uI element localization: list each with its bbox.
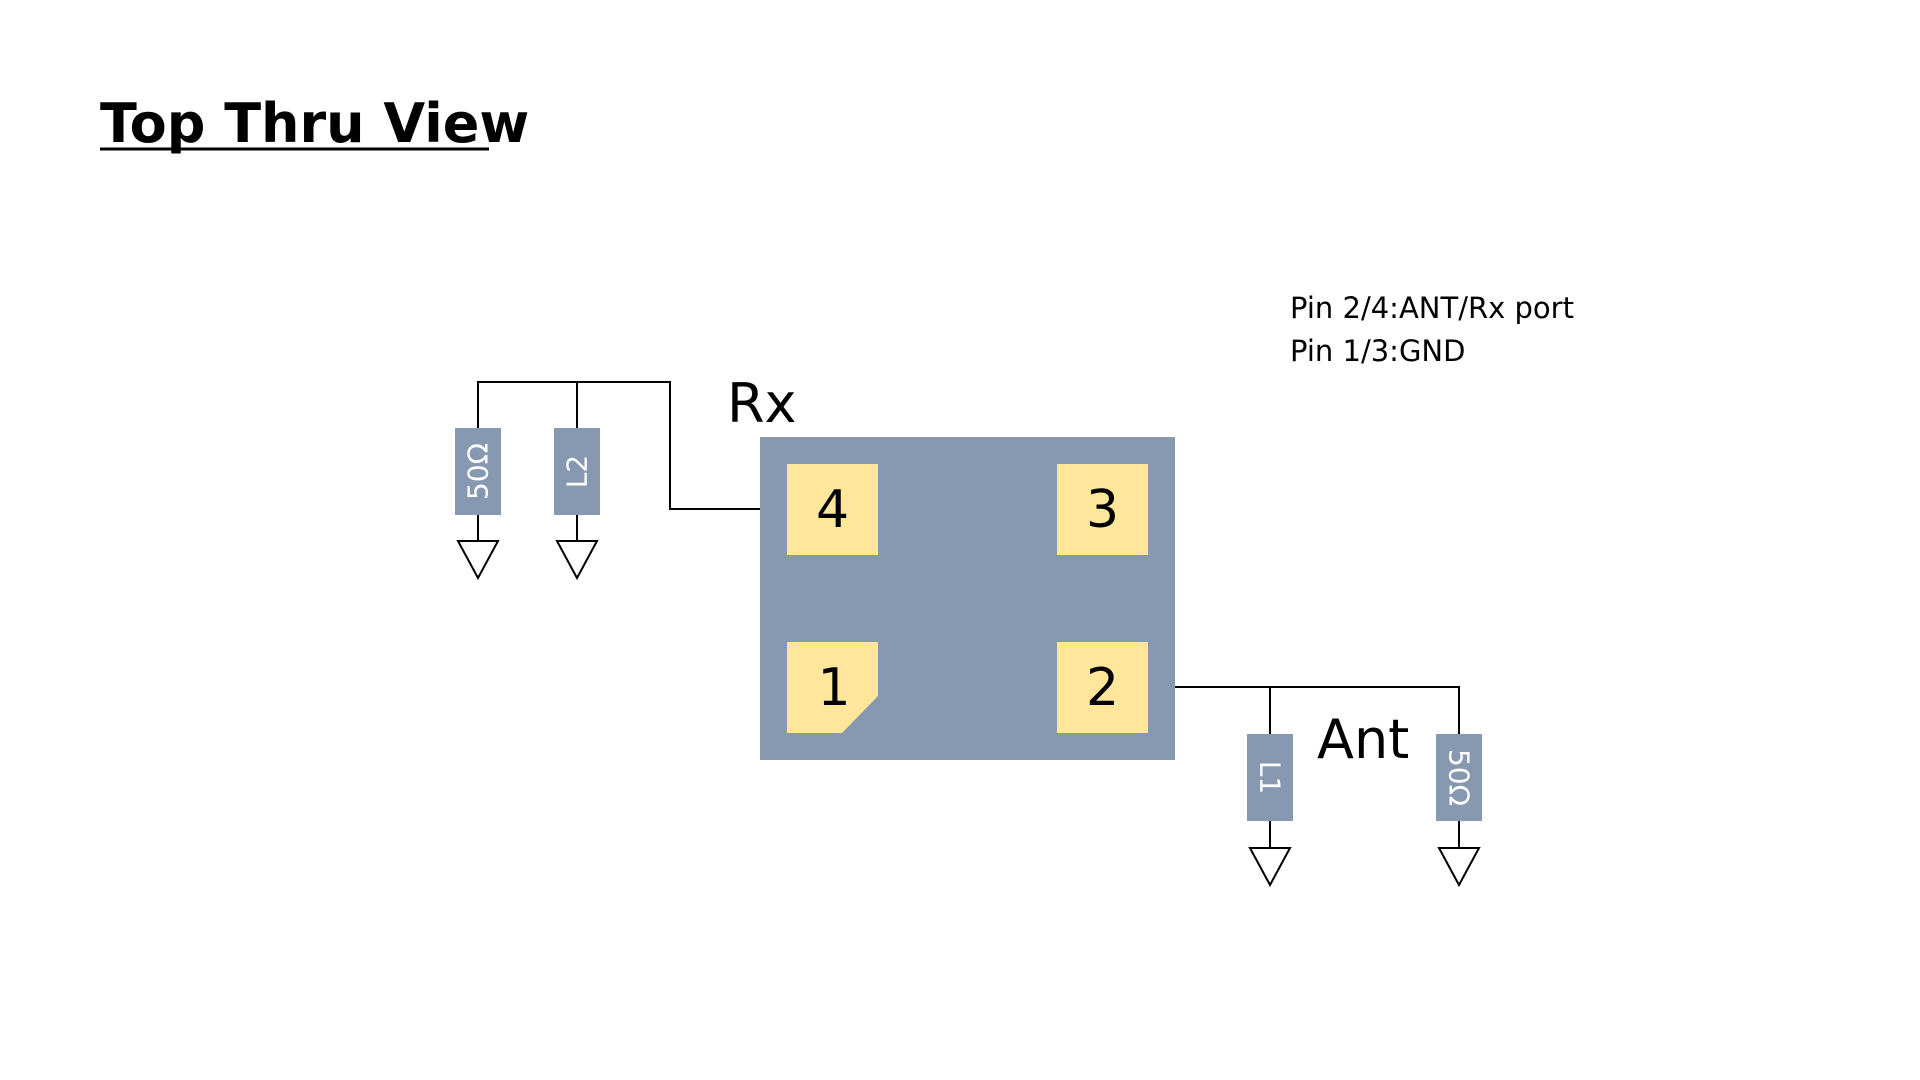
ant-port-label: Ant	[1317, 708, 1409, 771]
ground-symbol-icon	[555, 540, 599, 581]
rx-resistor	[455, 428, 501, 515]
ground-symbol-icon	[456, 540, 500, 581]
rx-port-label: Rx	[727, 372, 796, 435]
pad-1	[787, 642, 878, 733]
pad-3	[1057, 464, 1148, 555]
pin-2-number: 2	[1086, 658, 1119, 718]
rx-inductor-label: L2	[561, 455, 594, 488]
note-pin-1-3: Pin 1/3:GND	[1290, 334, 1465, 368]
page-title: Top Thru View	[100, 92, 529, 155]
pin-3-number: 3	[1086, 480, 1119, 540]
rx-resistor-label: 50Ω	[462, 443, 495, 500]
ant-resistor-label: 50Ω	[1443, 749, 1476, 806]
ground-symbol-icon	[1248, 847, 1292, 888]
note-pin-2-4: Pin 2/4:ANT/Rx port	[1290, 291, 1574, 325]
rx-inductor	[554, 428, 600, 515]
rx-net-wire	[477, 381, 760, 510]
ant-inductor	[1247, 734, 1293, 821]
ground-symbol-icon	[1437, 847, 1481, 888]
pin-1-number: 1	[817, 658, 850, 718]
pin-4-number: 4	[816, 480, 849, 540]
pad-2	[1057, 642, 1148, 733]
ant-resistor	[1436, 734, 1482, 821]
pad-4	[787, 464, 878, 555]
ant-inductor-label: L1	[1254, 761, 1287, 794]
